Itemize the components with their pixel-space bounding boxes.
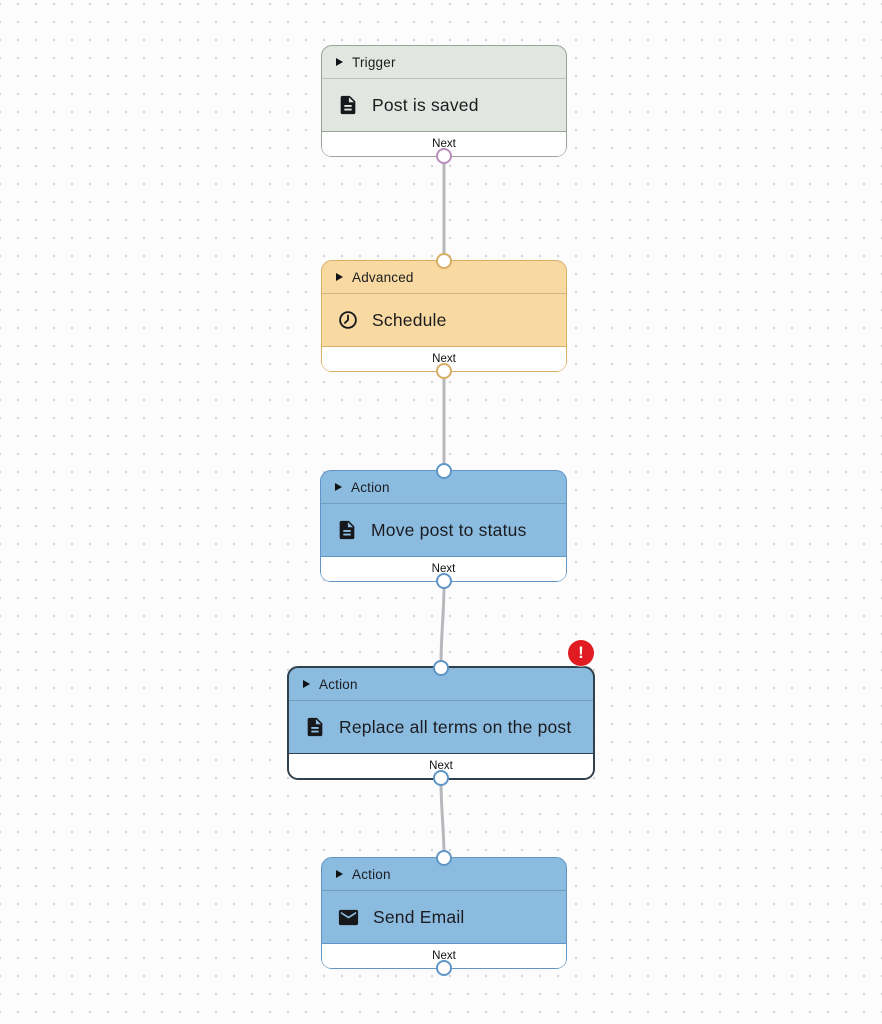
workflow-node-schedule[interactable]: Advanced Schedule Next (321, 253, 567, 379)
node-header[interactable]: Trigger (322, 46, 566, 79)
collapse-toggle-icon[interactable] (336, 870, 343, 878)
node-category-label: Action (351, 479, 390, 495)
output-port[interactable] (436, 363, 452, 379)
input-port[interactable] (436, 253, 452, 269)
node-title: Schedule (372, 309, 447, 330)
node-header[interactable]: Action (322, 858, 566, 891)
document-icon (304, 716, 326, 738)
envelope-icon (337, 906, 360, 929)
error-badge[interactable]: ! (568, 640, 594, 666)
clock-icon (337, 309, 359, 331)
input-port[interactable] (436, 850, 452, 866)
document-icon (336, 519, 358, 541)
next-branch-label: Next (432, 353, 456, 365)
node-header[interactable]: Action (321, 471, 566, 504)
node-body[interactable]: Send Email (322, 891, 566, 943)
output-port[interactable] (435, 573, 452, 589)
node-header[interactable]: Advanced (322, 261, 566, 294)
output-port[interactable] (436, 960, 452, 976)
connection-edge[interactable] (439, 581, 446, 668)
next-branch-label: Next (431, 563, 456, 575)
node-body[interactable]: Post is saved (322, 79, 566, 131)
exclamation-icon: ! (578, 643, 584, 662)
node-category-label: Action (319, 676, 358, 692)
input-port[interactable] (435, 463, 452, 479)
collapse-toggle-icon[interactable] (303, 680, 310, 688)
workflow-node-move-post[interactable]: Action Move post to status Next (320, 463, 567, 589)
node-category-label: Trigger (352, 54, 396, 70)
node-category-label: Advanced (352, 269, 414, 285)
node-category-label: Action (352, 866, 391, 882)
output-port[interactable] (433, 770, 449, 786)
next-branch-label: Next (429, 760, 453, 772)
node-body[interactable]: Move post to status (321, 504, 566, 556)
document-icon (337, 94, 359, 116)
workflow-node-trigger[interactable]: Trigger Post is saved Next (321, 45, 567, 164)
workflow-node-replace-terms[interactable]: ! Action Replace all terms on the post N… (287, 640, 595, 786)
node-header[interactable]: Action (289, 668, 593, 701)
node-title: Post is saved (372, 94, 479, 115)
connection-edge[interactable] (439, 777, 446, 859)
workflow-node-send-email[interactable]: Action Send Email Next (321, 850, 567, 976)
collapse-toggle-icon[interactable] (336, 273, 343, 281)
node-title: Replace all terms on the post (339, 716, 572, 737)
input-port[interactable] (433, 660, 449, 676)
node-title: Send Email (373, 906, 465, 927)
collapse-toggle-icon[interactable] (335, 483, 342, 491)
collapse-toggle-icon[interactable] (336, 58, 343, 66)
node-title: Move post to status (371, 519, 527, 540)
output-port[interactable] (436, 148, 452, 164)
next-branch-label: Next (432, 950, 456, 962)
next-branch-label: Next (432, 138, 456, 150)
node-body[interactable]: Replace all terms on the post (289, 701, 593, 753)
node-body[interactable]: Schedule (322, 294, 566, 346)
